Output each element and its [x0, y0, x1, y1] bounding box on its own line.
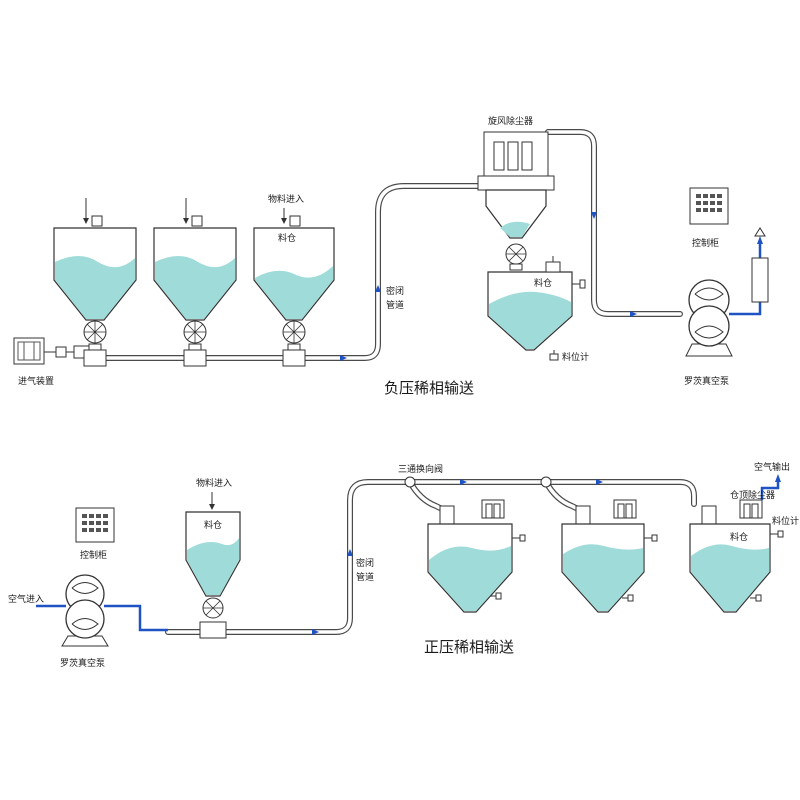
bottom-roots-pump — [36, 574, 168, 647]
top-roots-pump — [685, 279, 733, 357]
air-out-label: 空气输出 — [754, 461, 790, 473]
negative-pressure-system: 物料进入 料仓 密闭 管道 旋风除尘器 料仓 料位计 控制柜 进气装置 罗茨真空… — [13, 115, 769, 397]
top-pipe-label-1: 密闭 — [386, 285, 404, 297]
bottom-title: 正压稀相输送 — [424, 638, 514, 656]
flow-arrow — [596, 479, 603, 485]
bottom-pipe-label-1: 密闭 — [356, 557, 374, 569]
cyclone-label: 旋风除尘器 — [488, 115, 533, 127]
top-pump-label: 罗茨真空泵 — [684, 375, 729, 387]
bottom-silo-1 — [427, 499, 526, 613]
top-pipeline — [92, 129, 683, 361]
bottom-pipeline — [165, 476, 697, 635]
bottom-silo-3 — [689, 474, 784, 613]
flow-arrow — [630, 311, 637, 317]
air-in-label: 空气进入 — [8, 593, 44, 605]
top-control-cabinet — [689, 187, 729, 225]
bottom-control-cabinet — [75, 507, 115, 543]
top-hopper-label: 料仓 — [278, 232, 296, 244]
top-title: 负压稀相输送 — [384, 379, 474, 397]
positive-pressure-system: 物料进入 料仓 密闭 管道 三通换向阀 控制柜 空气进入 罗茨真空泵 空气输出 … — [8, 461, 799, 669]
top-control-label: 控制柜 — [692, 237, 719, 249]
top-pipe-label-2: 管道 — [386, 299, 404, 311]
top-feed-label: 物料进入 — [268, 193, 304, 205]
top-hopper-2 — [153, 198, 237, 367]
bottom-pump-label: 罗茨真空泵 — [60, 657, 105, 669]
top-hopper-3 — [253, 208, 335, 367]
bottom-silo-label: 料仓 — [730, 531, 748, 543]
bottom-hopper-label: 料仓 — [204, 519, 222, 531]
bottom-feed-hopper — [185, 492, 241, 639]
flow-arrow — [591, 212, 597, 219]
flow-arrow — [347, 549, 353, 556]
valve-label: 三通换向阀 — [398, 463, 443, 475]
flow-arrow — [375, 285, 381, 292]
top-flow-arrows — [340, 212, 637, 361]
cyclone-separator — [477, 131, 555, 271]
bottom-pipe-label-2: 管道 — [356, 571, 374, 583]
top-level-label: 料位计 — [562, 351, 589, 363]
flow-arrow — [312, 629, 319, 635]
dust-label: 仓顶除尘器 — [730, 489, 775, 501]
bottom-silo-2 — [561, 499, 658, 613]
top-silo-label: 料仓 — [534, 277, 552, 289]
top-hopper-1 — [53, 198, 137, 367]
bottom-flow-arrows — [312, 479, 603, 635]
top-receiving-silo — [487, 256, 586, 361]
bottom-level-label: 料位计 — [772, 515, 799, 527]
flow-arrow — [460, 479, 467, 485]
intake-label: 进气装置 — [18, 375, 54, 387]
bottom-control-label: 控制柜 — [80, 549, 107, 561]
bottom-feed-label: 物料进入 — [196, 477, 232, 489]
top-exhaust-silencer — [729, 227, 769, 316]
flow-arrow — [340, 355, 347, 361]
